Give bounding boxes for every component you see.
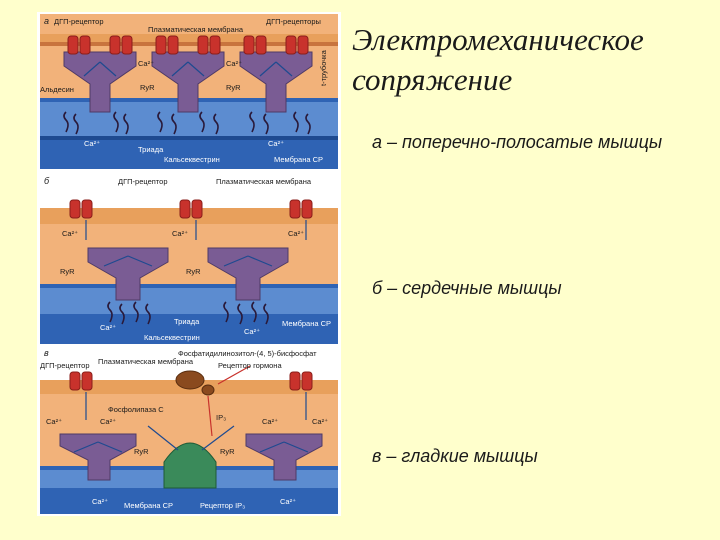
label-ca-right: Ca²⁺ [226,59,242,68]
dhp-receptors [67,35,309,55]
label-sr-membrane: Мембрана СР [274,155,323,164]
label-ca-2: Ca²⁺ [100,417,116,426]
figure: а ДГП-рецептор Плазматическая мембрана Д… [37,12,341,516]
label-ryr-right: RyR [226,83,241,92]
dhp-receptors [69,371,313,391]
ip3-receptor [163,442,217,489]
label-calsequestrin: Кальсеквестрин [144,333,200,342]
label-pip2: Фосфатидилинозитол-(4, 5)-бисфосфат [178,349,317,358]
label-dhp: ДГП-рецептор [40,361,90,370]
slide-title-line1: Электромеханическое [352,22,644,57]
label-ca-bottom-right: Ca²⁺ [268,139,284,148]
label-plc: Фосфолипаза С [108,405,164,414]
label-ip3: IP₃ [216,413,226,422]
label-plasma-membrane: Плазматическая мембрана [148,25,244,34]
label-ca-1: Ca²⁺ [62,229,78,238]
label-ryr-left: RyR [140,83,155,92]
label-ttube: t-трубочка [319,49,328,86]
ca-arrows [85,220,307,267]
caption-cardiac: б – сердечные мышцы [372,278,562,298]
slide-title: Электромеханическое сопряжение [352,20,712,100]
panel-a-letter: а [44,16,49,26]
ca-arrows [73,392,309,453]
label-ca-bottom-left: Ca²⁺ [84,139,100,148]
label-ryr-left: RyR [60,267,75,276]
label-ryr-left: RyR [134,447,149,456]
caption-smooth: в – гладкие мышцы [372,446,538,466]
label-ca-bottom-right: Ca²⁺ [280,497,296,506]
label-dhp: ДГП-рецептор [118,177,168,186]
label-ip3-receptor: Рецептор IP₃ [200,501,245,510]
ryr-channels [59,433,323,481]
label-dhp-right: ДГП-рецепторы [266,17,321,26]
label-plasma-membrane: Плазматическая мембрана [216,177,312,186]
panel-skeletal: а ДГП-рецептор Плазматическая мембрана Д… [40,14,338,169]
label-ca-2: Ca²⁺ [172,229,188,238]
label-ryr-right: RyR [220,447,235,456]
label-ca-left: Ca²⁺ [138,59,154,68]
label-plasma-membrane: Плазматическая мембрана [98,357,194,366]
dhp-receptors [69,199,313,219]
label-ryr-right: RyR [186,267,201,276]
calsequestrin-coils [63,111,311,135]
hormone-receptor [175,370,215,396]
label-dhp-left: ДГП-рецептор [54,17,104,26]
label-ca-3: Ca²⁺ [262,417,278,426]
calsequestrin-coils [107,301,269,325]
panel-cardiac: б ДГП-рецептор Плазматическая мембрана C… [40,174,338,344]
ca-arrows [83,61,293,77]
panel-c-letter: в [44,348,49,358]
label-ca-bottom-left: Ca²⁺ [92,497,108,506]
label-ca-3: Ca²⁺ [288,229,304,238]
ryr-channels [87,247,289,301]
label-ca-4: Ca²⁺ [312,417,328,426]
panel-smooth: в Фосфатидилинозитол-(4, 5)-бисфосфат ДГ… [40,346,338,514]
label-calsequestrin: Кальсеквестрин [164,155,220,164]
ryr-channels [63,51,313,113]
label-dyadin: Альдесин [40,85,74,94]
label-triad: Триада [138,145,164,154]
label-triad: Триада [174,317,200,326]
caption-skeletal: а – поперечно-полосатые мышцы [372,132,663,152]
slide-title-line2: сопряжение [352,62,513,97]
signal-arrows [207,365,251,437]
label-ca-1: Ca²⁺ [46,417,62,426]
label-sr-membrane: Мембрана СР [124,501,173,510]
label-ca-bottom-left: Ca²⁺ [100,323,116,332]
panel-b-letter: б [44,176,50,186]
label-hormone-receptor: Рецептор гормона [218,361,282,370]
label-ca-bottom-right: Ca²⁺ [244,327,260,336]
label-sr-membrane: Мембрана СР [282,319,331,328]
